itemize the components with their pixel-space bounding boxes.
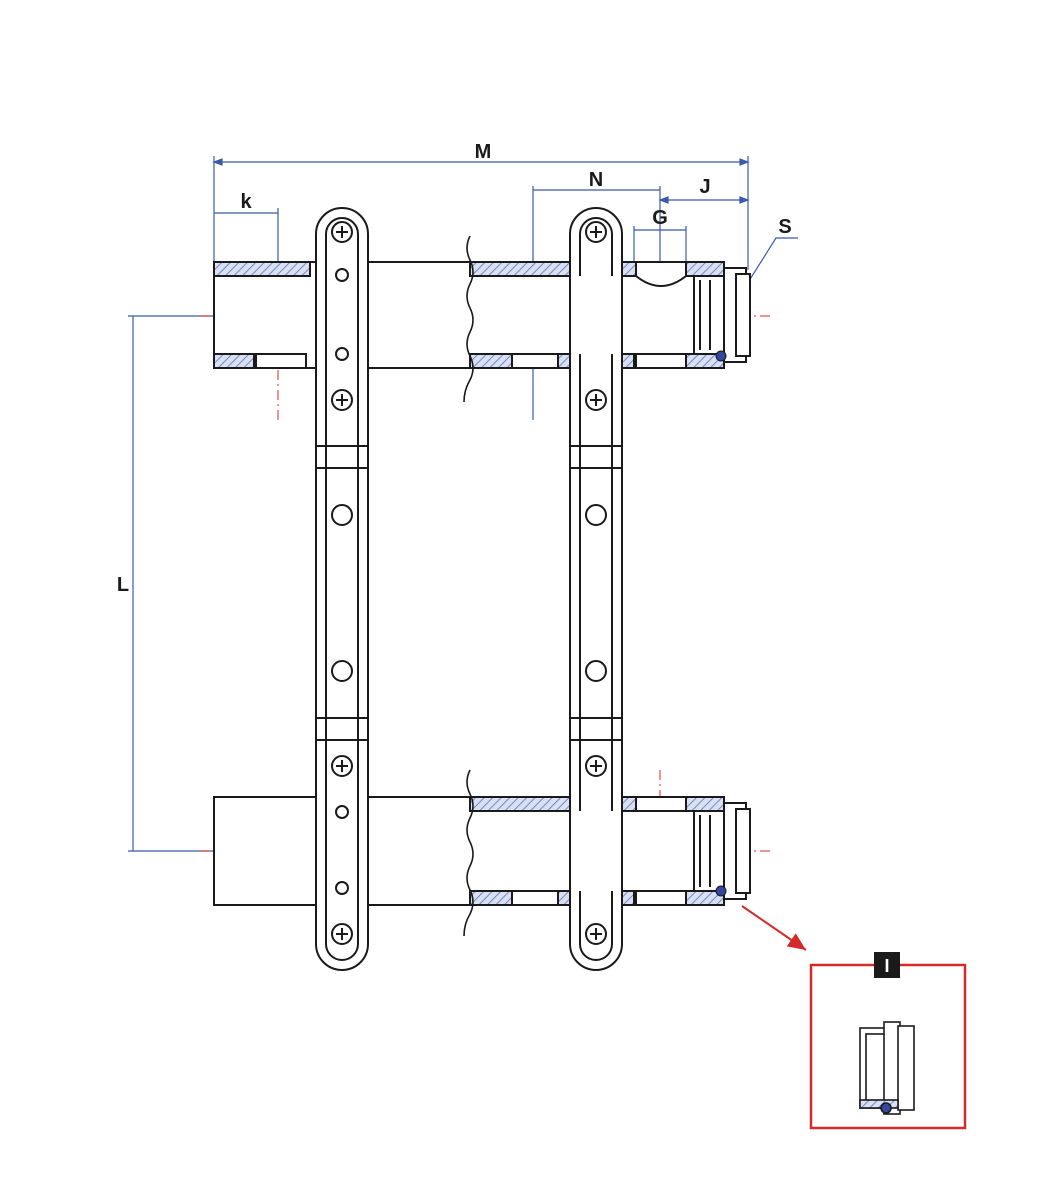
- detail-label-box: [874, 952, 900, 978]
- screw-icon: [331, 923, 353, 945]
- center-lines: [200, 315, 770, 852]
- dimension-label-k: k: [240, 191, 252, 213]
- dimension-label-J: J: [699, 176, 710, 198]
- detail-arrow: [741, 905, 807, 951]
- dimension-label-M: M: [475, 141, 492, 163]
- screw-icon: [331, 389, 353, 411]
- dimension-lines: [128, 156, 798, 852]
- left-mounting-bracket: [315, 207, 369, 971]
- screw-icon: [331, 755, 353, 777]
- screw-icons: [331, 221, 607, 945]
- dimension-label-N: N: [589, 169, 603, 191]
- screw-icon: [585, 755, 607, 777]
- bottom-manifold-pipe: [213, 796, 751, 906]
- dimension-label-L: L: [117, 574, 129, 596]
- top-manifold-pipe: [213, 261, 751, 369]
- screw-icon: [331, 221, 353, 243]
- dimension-label-G: G: [652, 207, 668, 229]
- screw-icon: [585, 389, 607, 411]
- screw-icon: [585, 923, 607, 945]
- detail-label: I: [884, 956, 889, 976]
- screw-icon: [585, 221, 607, 243]
- dimension-label-S: S: [778, 216, 791, 238]
- detail-fitting: [859, 1021, 915, 1115]
